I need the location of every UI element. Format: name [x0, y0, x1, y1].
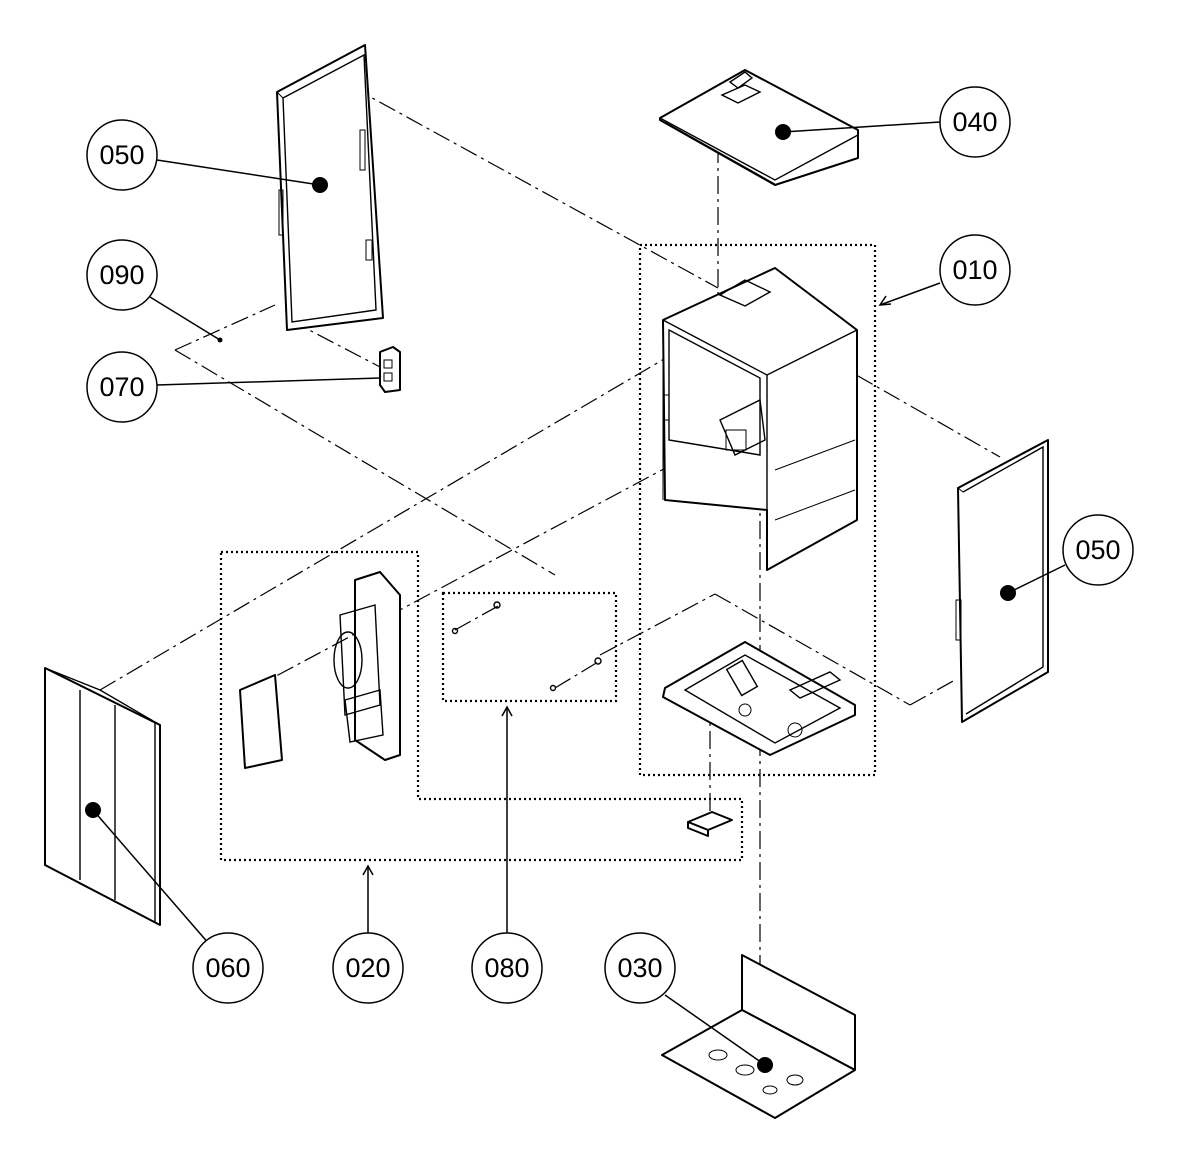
subassembly-frames [219, 243, 877, 862]
callout-label: 050 [1075, 535, 1120, 565]
assembly-guide-lines [99, 71, 1001, 1065]
leader-lines [85, 121, 1066, 1073]
callout-070: 070 [86, 351, 158, 423]
leader-dot [1000, 585, 1016, 601]
callout-label: 020 [345, 953, 390, 983]
screws [451, 601, 602, 692]
side-panel-right [955, 439, 1049, 723]
callout-label: 060 [205, 953, 250, 983]
main-housing [662, 267, 858, 571]
callout-030: 030 [604, 932, 676, 1004]
front-cover [44, 667, 161, 926]
callout-020: 020 [332, 932, 404, 1004]
leader-dot [312, 177, 328, 193]
frame-020 [219, 550, 744, 862]
callout-label: 090 [99, 260, 144, 290]
callout-label: 070 [99, 372, 144, 402]
callout-080: 080 [471, 932, 543, 1004]
clip-part [379, 346, 401, 393]
frame-080 [441, 591, 618, 703]
callout-090: 090 [86, 239, 158, 311]
callout-050-top-left: 050 [86, 119, 158, 191]
callout-label: 040 [952, 107, 997, 137]
side-panel-left [276, 44, 384, 331]
leader-dot [757, 1057, 773, 1073]
leader-dot [775, 124, 791, 140]
leader-dot [217, 337, 223, 343]
callout-label: 050 [99, 140, 144, 170]
leader-dot [85, 802, 101, 818]
frame-010 [638, 243, 877, 777]
top-cover [659, 69, 859, 186]
callout-050-right: 050 [1062, 514, 1134, 586]
callout-label: 010 [952, 255, 997, 285]
connector-piece [687, 811, 733, 837]
callout-label: 030 [617, 953, 662, 983]
callout-040: 040 [939, 86, 1011, 158]
callout-label: 080 [484, 953, 529, 983]
callout-010: 010 [939, 234, 1011, 306]
bottom-bracket [661, 954, 856, 1119]
callout-060: 060 [192, 932, 264, 1004]
control-unit [239, 571, 401, 769]
base-tray [662, 641, 856, 756]
